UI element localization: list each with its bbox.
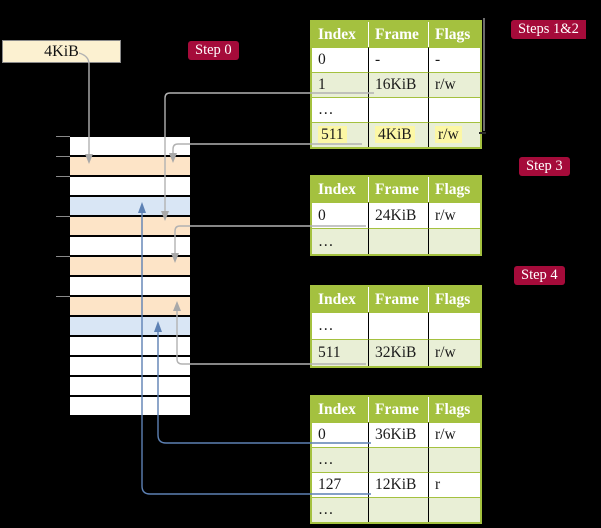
table-cell: 0: [312, 47, 368, 72]
memory-offset-tick: [56, 216, 70, 217]
table-cell: [428, 447, 480, 472]
memory-frame-row-11-white: [70, 337, 190, 355]
cr3-root-pointer-box: 4KiB: [2, 40, 121, 63]
table-cell: [368, 97, 428, 122]
memory-offset-tick: [56, 136, 70, 137]
column-header-frame: Frame: [368, 287, 428, 312]
column-header-frame: Frame: [368, 177, 428, 202]
table-cell: 127: [312, 472, 368, 497]
highlighted-value: 4KiB: [375, 126, 415, 143]
memory-frame-row-8-white: [70, 277, 190, 295]
column-header-index: Index: [312, 177, 368, 202]
table-cell: r/w: [428, 422, 480, 447]
highlighted-value: r/w: [435, 126, 462, 143]
table-cell: 24KiB: [368, 202, 428, 228]
table-cell: r/w: [428, 202, 480, 228]
column-header-frame: Frame: [368, 397, 428, 422]
table-cell: r/w: [428, 72, 480, 97]
table-cell: 32KiB: [368, 339, 428, 366]
table-row: …: [312, 497, 480, 522]
memory-frame-row-1-white: [70, 137, 190, 155]
column-header-flags: Flags: [428, 22, 480, 47]
memory-offset-tick: [56, 176, 70, 177]
step-4-badge: Step 4: [514, 266, 565, 285]
steps-1-2-badge: Steps 1&2: [511, 20, 586, 39]
column-header-flags: Flags: [428, 397, 480, 422]
table-cell: …: [312, 228, 368, 254]
table-cell: r/w: [428, 339, 480, 366]
memory-frame-row-9-orange: [70, 297, 190, 315]
highlighted-value: 511: [318, 126, 347, 143]
memory-frame-row-7-orange: [70, 257, 190, 275]
table-row: 511 4KiB r/w: [312, 122, 480, 147]
table-cell: 16KiB: [368, 72, 428, 97]
table-cell: r: [428, 472, 480, 497]
column-header-index: Index: [312, 397, 368, 422]
table-cell: …: [312, 97, 368, 122]
table-cell: 0: [312, 202, 368, 228]
table-cell: …: [312, 312, 368, 339]
table-cell: [428, 97, 480, 122]
table-row: …: [312, 312, 480, 339]
table-cell: [428, 497, 480, 522]
table-cell: 511: [312, 122, 368, 147]
memory-frame-row-4-blue: [70, 197, 190, 215]
memory-offset-tick: [56, 256, 70, 257]
table-cell: 12KiB: [368, 472, 428, 497]
step-3-badge: Step 3: [519, 157, 570, 176]
table-cell: [368, 312, 428, 339]
column-header-flags: Flags: [428, 177, 480, 202]
step-0-badge: Step 0: [188, 41, 239, 60]
memory-frame-row-3-white: [70, 177, 190, 195]
table-cell: [368, 228, 428, 254]
table-cell: 0: [312, 422, 368, 447]
table-row: 0--: [312, 47, 480, 72]
column-header-frame: Frame: [368, 22, 428, 47]
table-row: …: [312, 97, 480, 122]
table-cell: …: [312, 447, 368, 472]
column-header-index: Index: [312, 22, 368, 47]
table-cell: [368, 497, 428, 522]
table-cell: [368, 447, 428, 472]
table-cell: [428, 312, 480, 339]
memory-frame-row-12-white: [70, 357, 190, 375]
column-header-flags: Flags: [428, 287, 480, 312]
column-header-index: Index: [312, 287, 368, 312]
table-cell: [428, 228, 480, 254]
table-row: …: [312, 228, 480, 254]
table-cell: 4KiB: [368, 122, 428, 147]
memory-frame-row-14-white: [70, 397, 190, 415]
table-cell: 511: [312, 339, 368, 366]
table-cell: r/w: [428, 122, 480, 147]
cr3-root-pointer-label: 4KiB: [44, 43, 79, 60]
table-cell: 36KiB: [368, 422, 428, 447]
table-row: …: [312, 447, 480, 472]
memory-offset-tick: [56, 296, 70, 297]
memory-frame-row-2-orange: [70, 157, 190, 175]
table-cell: -: [428, 47, 480, 72]
table-cell: …: [312, 497, 368, 522]
memory-frame-row-6-white: [70, 237, 190, 255]
memory-frame-row-5-orange: [70, 217, 190, 235]
memory-frame-row-13-white: [70, 377, 190, 395]
table-cell: 1: [312, 72, 368, 97]
memory-frame-row-10-blue: [70, 317, 190, 335]
memory-offset-tick: [56, 156, 70, 157]
table-cell: -: [368, 47, 428, 72]
physical-memory-column: [70, 137, 190, 417]
